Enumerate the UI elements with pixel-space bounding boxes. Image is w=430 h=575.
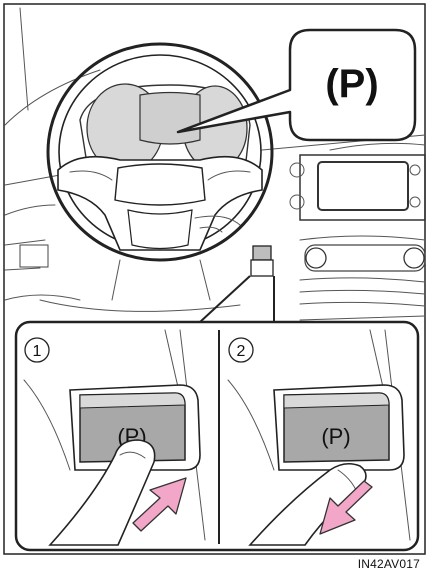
figure-code: IN42AV017 [358, 557, 420, 571]
switch-symbol-2: (P) [321, 424, 350, 449]
center-display [318, 162, 408, 210]
gauge-center-display [140, 93, 200, 145]
indicator-callout: (P) [178, 30, 415, 140]
parking-brake-indicator-symbol: (P) [325, 62, 378, 106]
svg-text:2: 2 [237, 343, 246, 360]
parking-brake-switch-location [253, 246, 271, 260]
knob-left [306, 248, 326, 268]
svg-text:1: 1 [33, 343, 42, 360]
knob-right [404, 248, 424, 268]
